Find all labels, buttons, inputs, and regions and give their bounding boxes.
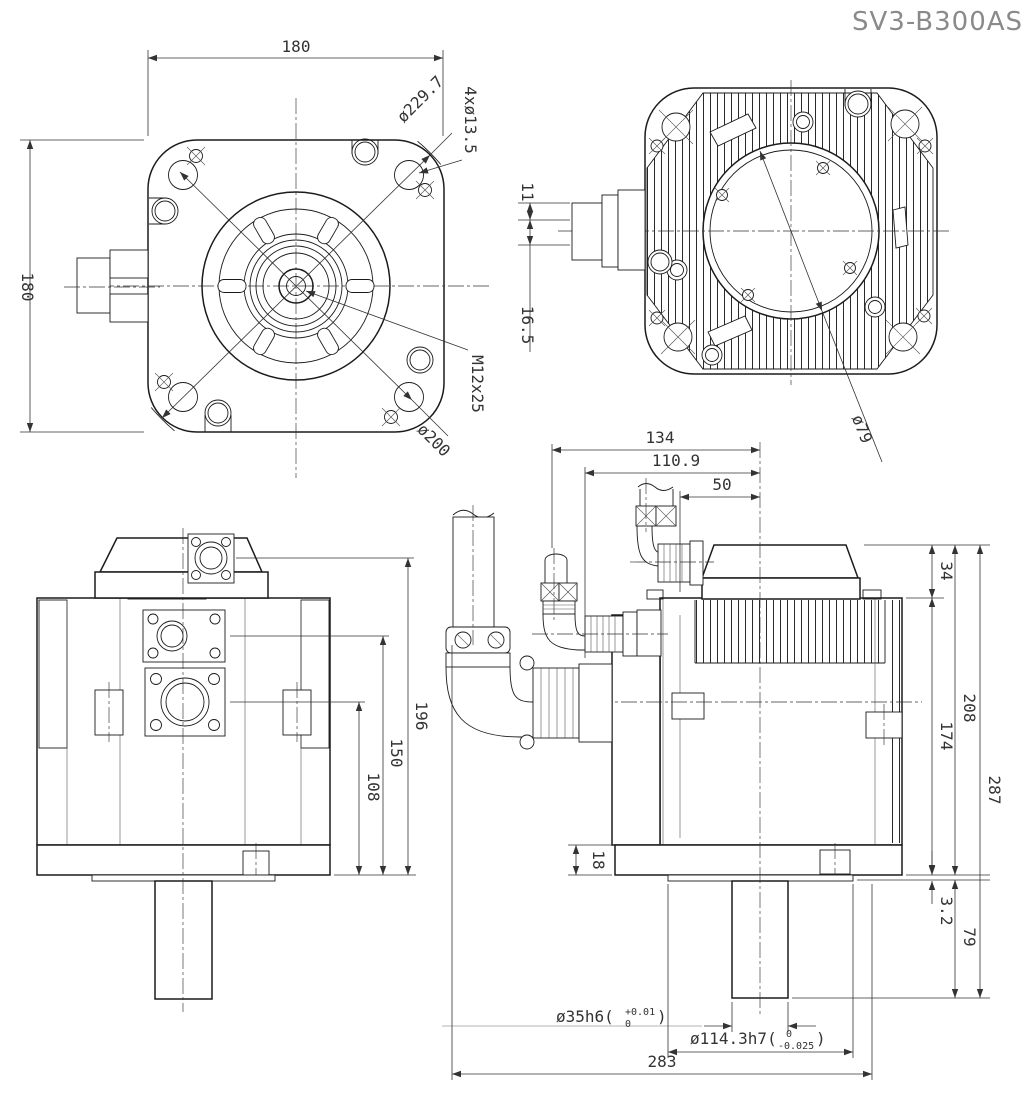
dim-tap-spec: M12x25 — [468, 355, 487, 413]
base-flange-profile — [614, 844, 903, 876]
terminal-box-profile — [700, 544, 861, 600]
rear-view: 11 16.5 ø79 — [518, 80, 950, 463]
dim-shaft-length: 79 — [960, 927, 979, 946]
dim-shaft-tol-top: +0.01 — [625, 1007, 655, 1018]
dim-mount-holes: 4xø13.5 — [461, 86, 480, 153]
dim-corner-dia: ø229.7 — [393, 72, 447, 126]
dim-body-height: 174 — [937, 722, 956, 751]
dim-spigot-dia-close: ) — [816, 1029, 826, 1048]
brake-cable-gland — [532, 548, 668, 657]
dim-depth-front: 50 — [712, 475, 731, 494]
dim-depth-total: 283 — [648, 1052, 677, 1071]
dim-conn2-height: 108 — [364, 773, 383, 802]
dim-shaft-tol-bottom: 0 — [625, 1019, 631, 1030]
dim-base-height: 208 — [960, 694, 979, 723]
drawing-number: SV3-B300AS — [852, 7, 1023, 37]
dim-flange-thickness: 18 — [589, 850, 608, 869]
dim-conn1-height: 150 — [387, 739, 406, 768]
power-connector — [144, 667, 226, 737]
base-flange — [36, 844, 331, 876]
dim-offset-top: 11 — [518, 182, 537, 201]
spigot — [91, 874, 276, 882]
front-view: 180 180 ø229.7 ø200 4xø13.5 M12x25 — [18, 37, 492, 478]
dim-bolt-circle: ø200 — [414, 420, 455, 461]
rear-connector-stub — [571, 189, 646, 271]
dim-front-width: 180 — [282, 37, 311, 56]
rear-corner-holes — [647, 89, 934, 355]
dim-depth-gland: 110.9 — [652, 451, 700, 470]
dim-spigot-tol-bottom: -0.025 — [778, 1041, 814, 1052]
dim-spigot-tol-top: 0 — [786, 1029, 792, 1040]
dim-box-height: 34 — [937, 561, 956, 580]
signal-connector — [142, 609, 226, 663]
terminal-box — [94, 533, 269, 599]
dim-total-height: 287 — [985, 776, 1004, 805]
dim-front-height: 180 — [18, 273, 37, 302]
shaft — [154, 880, 213, 1000]
dim-bore-dia: ø79 — [848, 412, 876, 446]
dim-spigot-dia: ø114.3h7( — [690, 1029, 777, 1048]
dim-depth-overall: 134 — [646, 428, 675, 447]
encoder-cable-gland — [630, 478, 714, 586]
dim-offset-bottom: 16.5 — [518, 306, 537, 345]
power-cable-gland — [445, 505, 613, 750]
spigot-profile — [667, 874, 854, 882]
dim-box-conn-height: 196 — [412, 702, 431, 731]
side-front-view: 108 150 196 — [36, 528, 431, 1012]
dim-shaft-dia: ø35h6( — [556, 1007, 614, 1026]
dim-spigot-height: 3.2 — [937, 897, 956, 926]
front-connector-stub — [64, 249, 160, 323]
side-profile-view: 134 110.9 50 34 174 208 287 3.2 79 18 ø3… — [442, 428, 1004, 1080]
fin-slots — [707, 113, 909, 347]
dim-shaft-dia-close: ) — [657, 1007, 667, 1026]
